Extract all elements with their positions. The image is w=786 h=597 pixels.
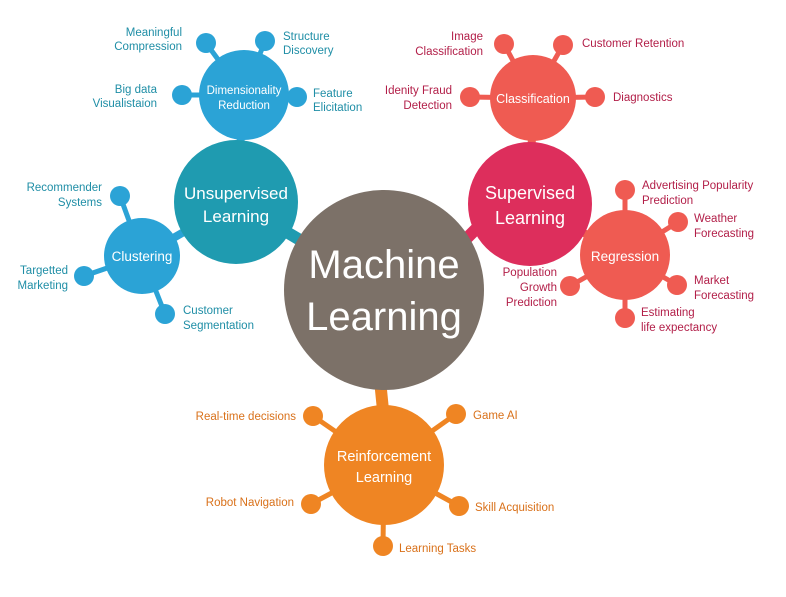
dimensionality-title-line2: Reduction (218, 100, 270, 112)
clustering-title: Clustering (112, 249, 173, 264)
leaf-node (155, 304, 175, 324)
leaf-node (449, 496, 469, 516)
leaf-node (668, 212, 688, 232)
center-title-line1: Machine (308, 243, 459, 287)
leaf-label: Diagnostics (613, 92, 673, 104)
leaf-label: Game AI (473, 410, 518, 422)
leaf-label: Big data (115, 84, 158, 96)
dimensionality-reduction-node (199, 50, 289, 140)
leaf-label: Estimating (641, 307, 695, 319)
leaf-label: Real-time decisions (196, 411, 297, 423)
leaf-label: Prediction (642, 195, 693, 207)
reinforcement-title-line2: Learning (356, 470, 412, 486)
leaf-label: Market (694, 275, 730, 287)
leaf-node (494, 34, 514, 54)
leaf-label: Weather (694, 213, 737, 225)
leaf-node (303, 406, 323, 426)
leaf-label: Skill Acquisition (475, 502, 554, 514)
leaf-node (615, 308, 635, 328)
leaf-node (446, 404, 466, 424)
leaf-node (373, 536, 393, 556)
regression-title: Regression (591, 249, 659, 264)
leaf-label: Marketing (18, 280, 69, 292)
leaf-label: Forecasting (694, 228, 754, 240)
leaf-node (553, 35, 573, 55)
reinforcement-title-line1: Reinforcement (337, 449, 431, 465)
leaf-label: Recommender (27, 182, 103, 194)
regression-node (580, 210, 670, 300)
classification-title: Classification (496, 92, 570, 106)
leaf-label: Feature (313, 88, 353, 100)
leaf-node (172, 85, 192, 105)
unsupervised-learning-node (174, 140, 298, 264)
leaf-label: Advertising Popularity (642, 180, 753, 192)
leaf-node (667, 275, 687, 295)
leaf-node (255, 31, 275, 51)
leaf-label: Classification (415, 46, 483, 58)
leaf-label: Targetted (20, 265, 68, 277)
leaf-label: Forecasting (694, 290, 754, 302)
supervised-learning-node (468, 142, 592, 266)
leaf-label: Growth (520, 282, 557, 294)
leaf-label: Learning Tasks (399, 543, 476, 555)
leaf-node (585, 87, 605, 107)
leaf-node (301, 494, 321, 514)
leaf-label: Robot Navigation (206, 497, 294, 509)
leaf-label: Population (503, 267, 557, 279)
leaf-label: Meaningful (126, 27, 182, 39)
leaf-label: Detection (403, 100, 452, 112)
reinforcement-learning-node (324, 405, 444, 525)
leaf-node (287, 87, 307, 107)
leaf-node (74, 266, 94, 286)
leaf-node (460, 87, 480, 107)
leaf-label: Systems (58, 197, 102, 209)
leaf-label: Customer Retention (582, 38, 684, 50)
supervised-title-line2: Learning (495, 208, 565, 228)
leaf-label: Compression (114, 41, 182, 53)
leaf-label: Structure (283, 31, 330, 43)
leaf-node (110, 186, 130, 206)
supervised-title-line1: Supervised (485, 183, 575, 203)
leaf-label: Image (451, 31, 483, 43)
leaf-label: Elicitation (313, 102, 362, 114)
dimensionality-title-line1: Dimensionality (207, 85, 282, 97)
leaf-label: Customer (183, 305, 233, 317)
unsupervised-title-line2: Learning (203, 207, 269, 226)
leaf-label: Discovery (283, 45, 334, 57)
unsupervised-title-line1: Unsupervised (184, 184, 288, 203)
leaf-node (560, 276, 580, 296)
leaf-label: Segmentation (183, 320, 254, 332)
leaf-node (196, 33, 216, 53)
machine-learning-node (284, 190, 484, 390)
clustering-node (104, 218, 180, 294)
leaf-node (615, 180, 635, 200)
leaf-label: Visualistaion (93, 98, 157, 110)
leaf-label: life expectancy (641, 322, 717, 334)
leaf-label: Idenity Fraud (385, 85, 452, 97)
leaf-label: Prediction (506, 297, 557, 309)
classification-node (490, 55, 576, 141)
center-title-line2: Learning (306, 295, 462, 339)
